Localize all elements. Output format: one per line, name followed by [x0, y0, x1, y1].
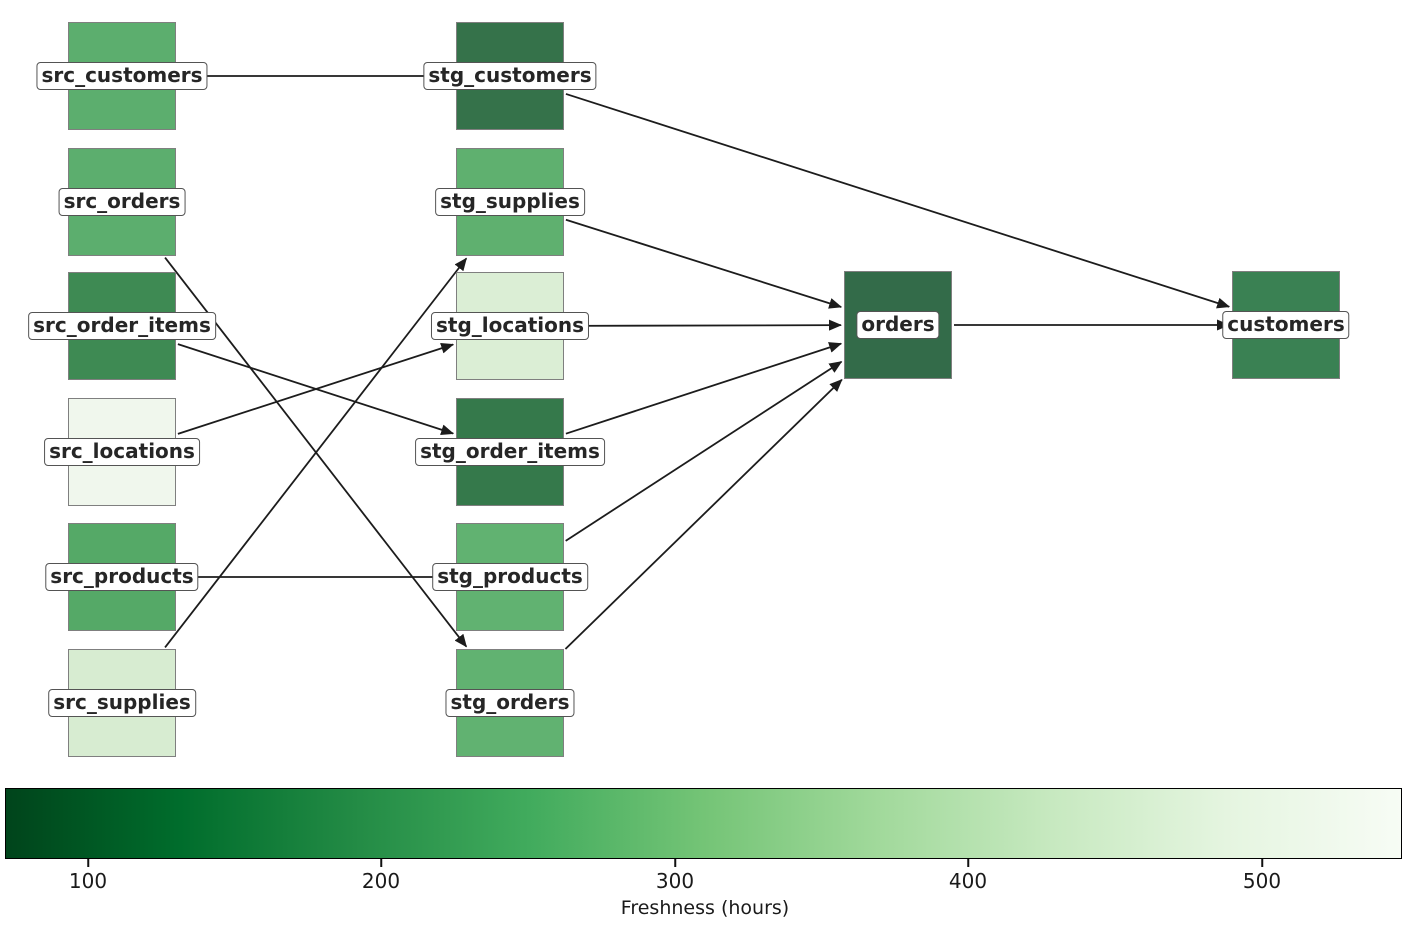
node-label-orders: orders — [856, 311, 940, 339]
node-label-stg_customers: stg_customers — [423, 62, 597, 90]
node-label-src_products: src_products — [45, 563, 199, 591]
node-label-src_customers: src_customers — [36, 62, 208, 90]
node-label-stg_supplies: stg_supplies — [435, 188, 585, 216]
colorbar-ticklabel-500: 500 — [1242, 869, 1282, 893]
edge-stg_products-to-orders — [565, 360, 843, 542]
edge-src_supplies-to-stg_supplies — [164, 257, 468, 648]
colorbar-ticklabel-400: 400 — [948, 869, 988, 893]
edge-stg_customers-to-customers — [565, 93, 1231, 309]
colorbar-tickmark-100 — [87, 859, 89, 867]
colorbar-ticklabel-100: 100 — [68, 869, 108, 893]
node-label-stg_order_items: stg_order_items — [415, 438, 605, 466]
edge-src_locations-to-stg_locations — [177, 342, 455, 435]
node-label-customers: customers — [1222, 311, 1350, 339]
node-label-stg_locations: stg_locations — [430, 312, 590, 340]
colorbar-tickmark-400 — [967, 859, 969, 867]
node-label-stg_orders: stg_orders — [445, 689, 575, 717]
edge-stg_order_items-to-orders — [565, 342, 843, 435]
colorbar-tickmark-300 — [674, 859, 676, 867]
node-label-src_orders: src_orders — [58, 188, 186, 216]
node-label-src_supplies: src_supplies — [48, 689, 196, 717]
colorbar-axis-label: Freshness (hours) — [620, 897, 790, 919]
edge-stg_orders-to-orders — [564, 379, 843, 650]
node-label-src_order_items: src_order_items — [28, 312, 216, 340]
colorbar-ticklabel-200: 200 — [361, 869, 401, 893]
node-label-src_locations: src_locations — [44, 438, 200, 466]
freshness-colorbar — [5, 788, 1402, 859]
colorbar-ticklabel-300: 300 — [655, 869, 695, 893]
colorbar-tickmark-200 — [380, 859, 382, 867]
colorbar-tickmark-500 — [1261, 859, 1263, 867]
edge-stg_supplies-to-orders — [565, 218, 843, 309]
node-label-stg_products: stg_products — [432, 563, 588, 591]
edge-stg_locations-to-orders — [565, 319, 842, 331]
